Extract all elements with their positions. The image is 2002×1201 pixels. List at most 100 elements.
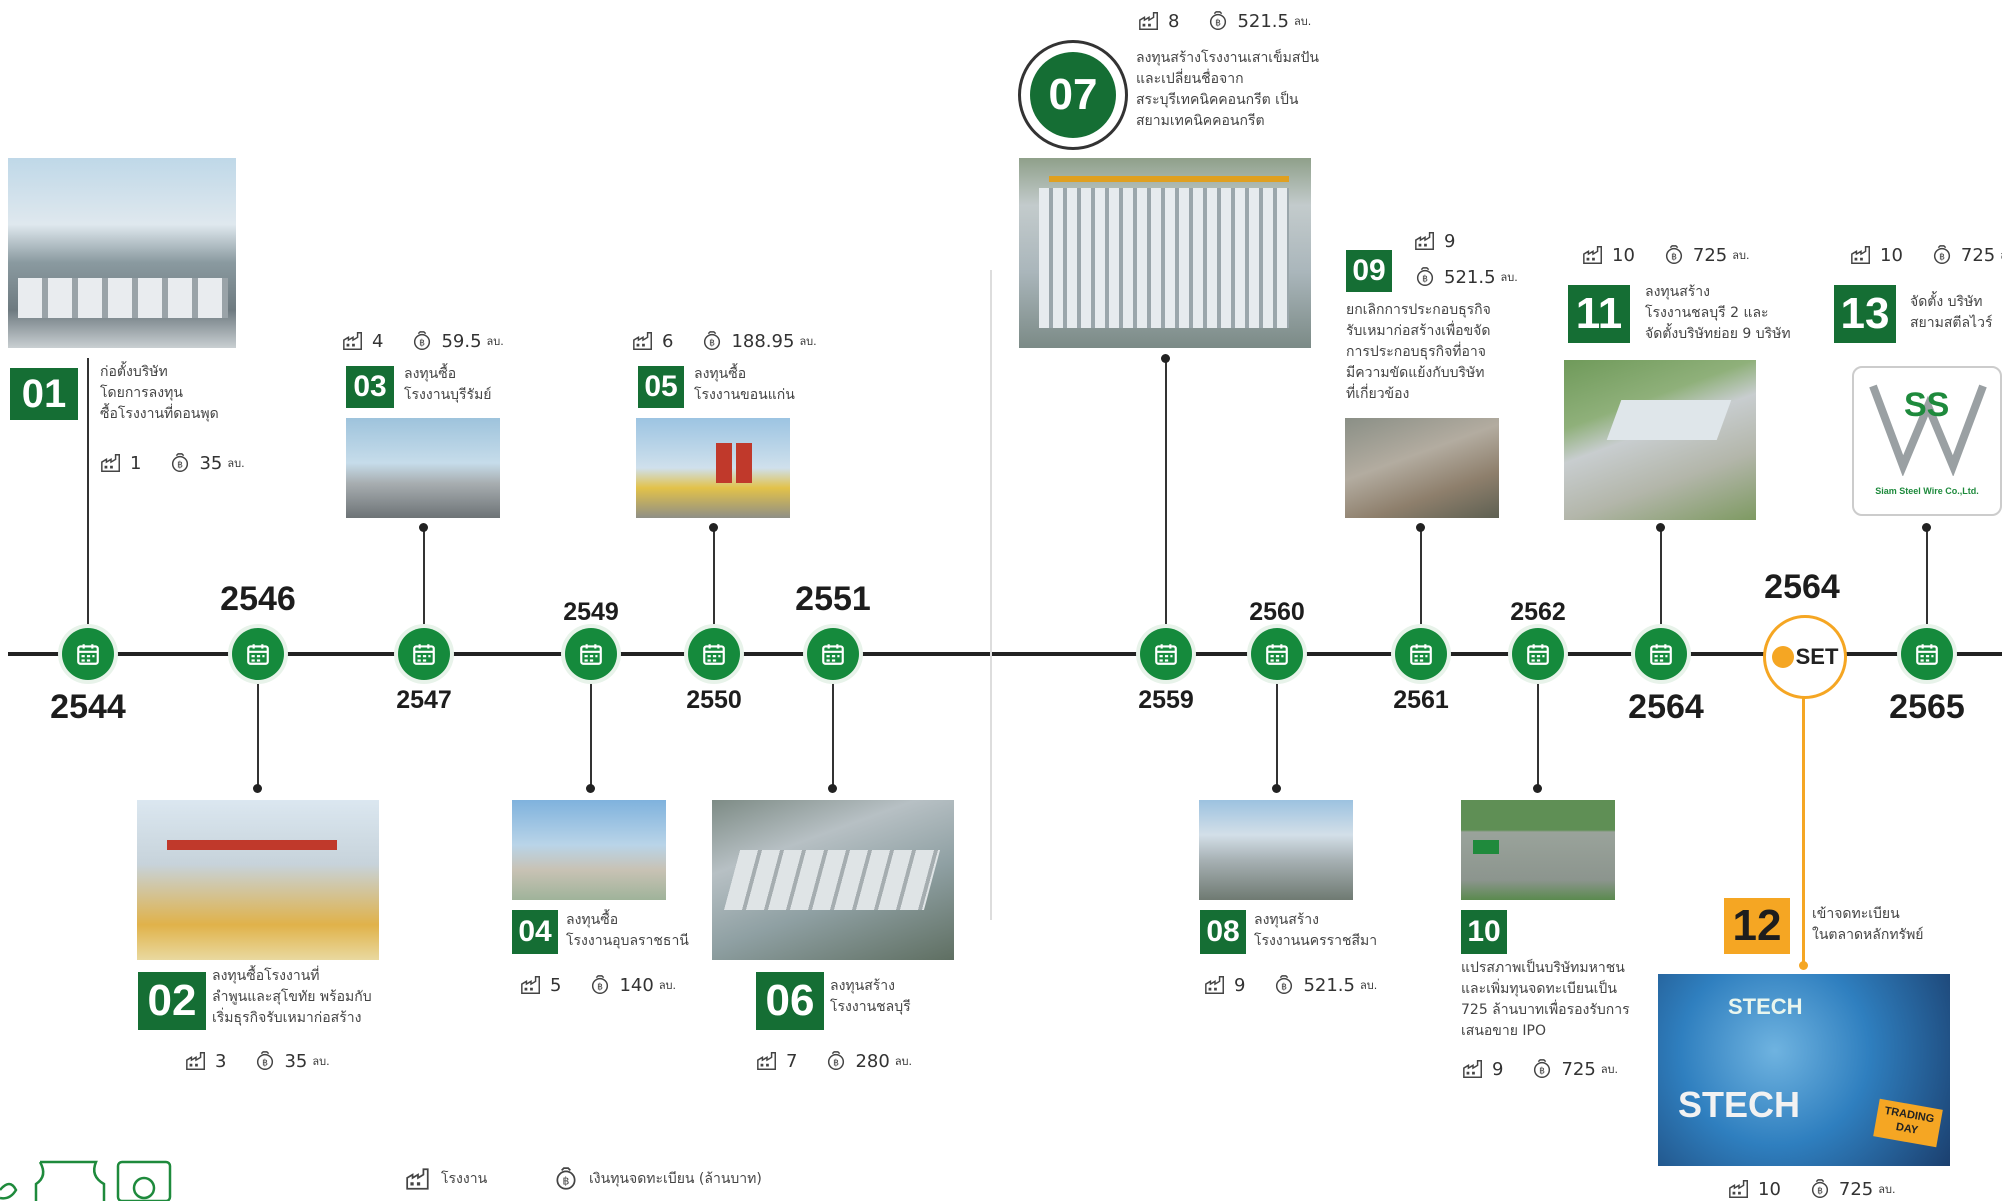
photo-12-stech-text: STECH [1728, 994, 1803, 1019]
milestone-desc-03: ลงทุนซื้อ โรงงานบุรีรัมย์ [404, 366, 492, 403]
photo-09-construction [1345, 418, 1499, 518]
capital-value: 725 [1561, 1058, 1596, 1080]
milestone-number-01: 01 [10, 368, 78, 420]
timeline-node-2550[interactable] [688, 628, 740, 680]
timeline-node-2547[interactable] [398, 628, 450, 680]
milestone-number-12: 12 [1724, 898, 1790, 954]
capital-unit: ลบ. [1878, 1183, 1896, 1196]
capital-unit: ลบ. [1732, 249, 1750, 262]
photo-05-factory [636, 418, 790, 518]
photo-05-silo [716, 443, 732, 483]
milestone-number-11: 11 [1568, 285, 1630, 343]
factory-icon [185, 1050, 207, 1072]
ssw-company-name: Siam Steel Wire Co.,Ltd. [1875, 486, 1979, 496]
timeline-node-2565[interactable] [1901, 628, 1953, 680]
capital-value: 725 [1838, 1178, 1874, 1200]
money-bag-icon [254, 1050, 276, 1072]
photo-12-trading-day-banner: TRADING DAY [1873, 1098, 1943, 1148]
photo-08-factory [1199, 800, 1353, 900]
connector-dot-06 [828, 784, 837, 793]
photo-07-piles [1039, 188, 1289, 328]
money-bag-icon [1809, 1178, 1831, 1200]
milestone-number-10: 10 [1461, 910, 1507, 954]
calendar-icon [411, 641, 437, 667]
connector-dot-12 [1799, 961, 1808, 970]
capital-value: 35 [199, 452, 223, 474]
capital-unit: ลบ. [1600, 1063, 1619, 1076]
plant-count: 7 [786, 1050, 798, 1072]
timeline-node-2544[interactable] [62, 628, 114, 680]
siam-steel-wire-logo: SS Siam Steel Wire Co.,Ltd. [1852, 366, 2002, 516]
milestone-desc-11: ลงทุนสร้าง โรงงานชลบุรี 2 และ จัดตั้งบริ… [1645, 284, 1791, 342]
connector-dot-03 [419, 523, 428, 532]
money-bag-icon [169, 452, 191, 474]
plant-count: 10 [1880, 244, 1903, 266]
set-listing-node[interactable]: SET [1763, 615, 1847, 699]
milestone-number-03: 03 [346, 366, 394, 408]
connector-13 [1926, 527, 1928, 630]
legend-capital: เงินทุนจดทะเบียน (ล้านบาท) [553, 1166, 762, 1192]
decorative-outline-icons [0, 1160, 172, 1201]
capital-value: 140 [619, 974, 654, 996]
plant-count: 9 [1234, 974, 1246, 996]
era-divider [990, 270, 992, 920]
photo-12-trading-day: STECH STECH TRADING DAY [1658, 974, 1950, 1166]
capital-unit: ลบ. [894, 1055, 913, 1068]
connector-08 [1276, 680, 1278, 788]
capital-unit: ลบ. [658, 979, 677, 992]
timeline-node-2549[interactable] [565, 628, 617, 680]
plant-count: 4 [372, 330, 384, 352]
factory-icon [1138, 10, 1160, 32]
timeline-node-2562[interactable] [1512, 628, 1564, 680]
year-label-2546: 2546 [220, 580, 296, 618]
milestone-stats-09-plants: 9 [1414, 230, 1455, 252]
milestone-number-13: 13 [1834, 285, 1896, 343]
milestone-number-07: 07 [1030, 52, 1116, 138]
capital-value: 725 [1960, 244, 1996, 266]
timeline-node-2559[interactable] [1140, 628, 1192, 680]
connector-11 [1660, 527, 1662, 630]
milestone-desc-10: แปรสภาพเป็นบริษัทมหาชน และเพิ่มทุนจดทะเบ… [1461, 960, 1630, 1039]
calendar-icon [820, 641, 846, 667]
photo-04-factory [512, 800, 666, 900]
timeline-node-2561[interactable] [1395, 628, 1447, 680]
timeline-node-2551[interactable] [807, 628, 859, 680]
timeline-node-2564[interactable] [1635, 628, 1687, 680]
connector-02 [257, 680, 259, 788]
set-logo-text: SET [1795, 644, 1839, 669]
factory-icon [1582, 244, 1604, 266]
timeline-node-2560[interactable] [1251, 628, 1303, 680]
ssw-mark-text: SS [1904, 386, 1950, 424]
capital-value: 725 [1692, 244, 1728, 266]
connector-09 [1420, 527, 1422, 630]
calendar-icon [1525, 641, 1551, 667]
photo-12-stech-big: STECH [1678, 1084, 1801, 1125]
milestone-number-05: 05 [638, 366, 684, 408]
calendar-icon [1153, 641, 1179, 667]
photo-05-silo [736, 443, 752, 483]
calendar-icon [1408, 641, 1434, 667]
year-label-2562: 2562 [1510, 598, 1566, 626]
money-bag-icon [1207, 10, 1229, 32]
photo-07-crane [1049, 176, 1289, 182]
factory-icon [1462, 1058, 1484, 1080]
factory-icon [342, 330, 364, 352]
milestone-desc-01: ก่อตั้งบริษัท โดยการลงทุน ซื้อโรงงานที่ด… [100, 364, 219, 422]
milestone-number-04: 04 [512, 910, 558, 954]
factory-icon [1414, 230, 1436, 252]
timeline-node-2546[interactable] [232, 628, 284, 680]
year-label-2551: 2551 [795, 580, 871, 618]
plant-count: 9 [1492, 1058, 1504, 1080]
connector-12 [1802, 690, 1805, 965]
milestone-desc-04: ลงทุนซื้อ โรงงานอุบลราชธานี [566, 912, 689, 949]
legend-plants: โรงงาน [405, 1166, 487, 1192]
capital-unit: ลบ. [227, 457, 245, 470]
year-label-2561: 2561 [1393, 686, 1449, 714]
milestone-desc-08: ลงทุนสร้าง โรงงานนครราชสีมา [1254, 912, 1378, 949]
calendar-icon [701, 641, 727, 667]
